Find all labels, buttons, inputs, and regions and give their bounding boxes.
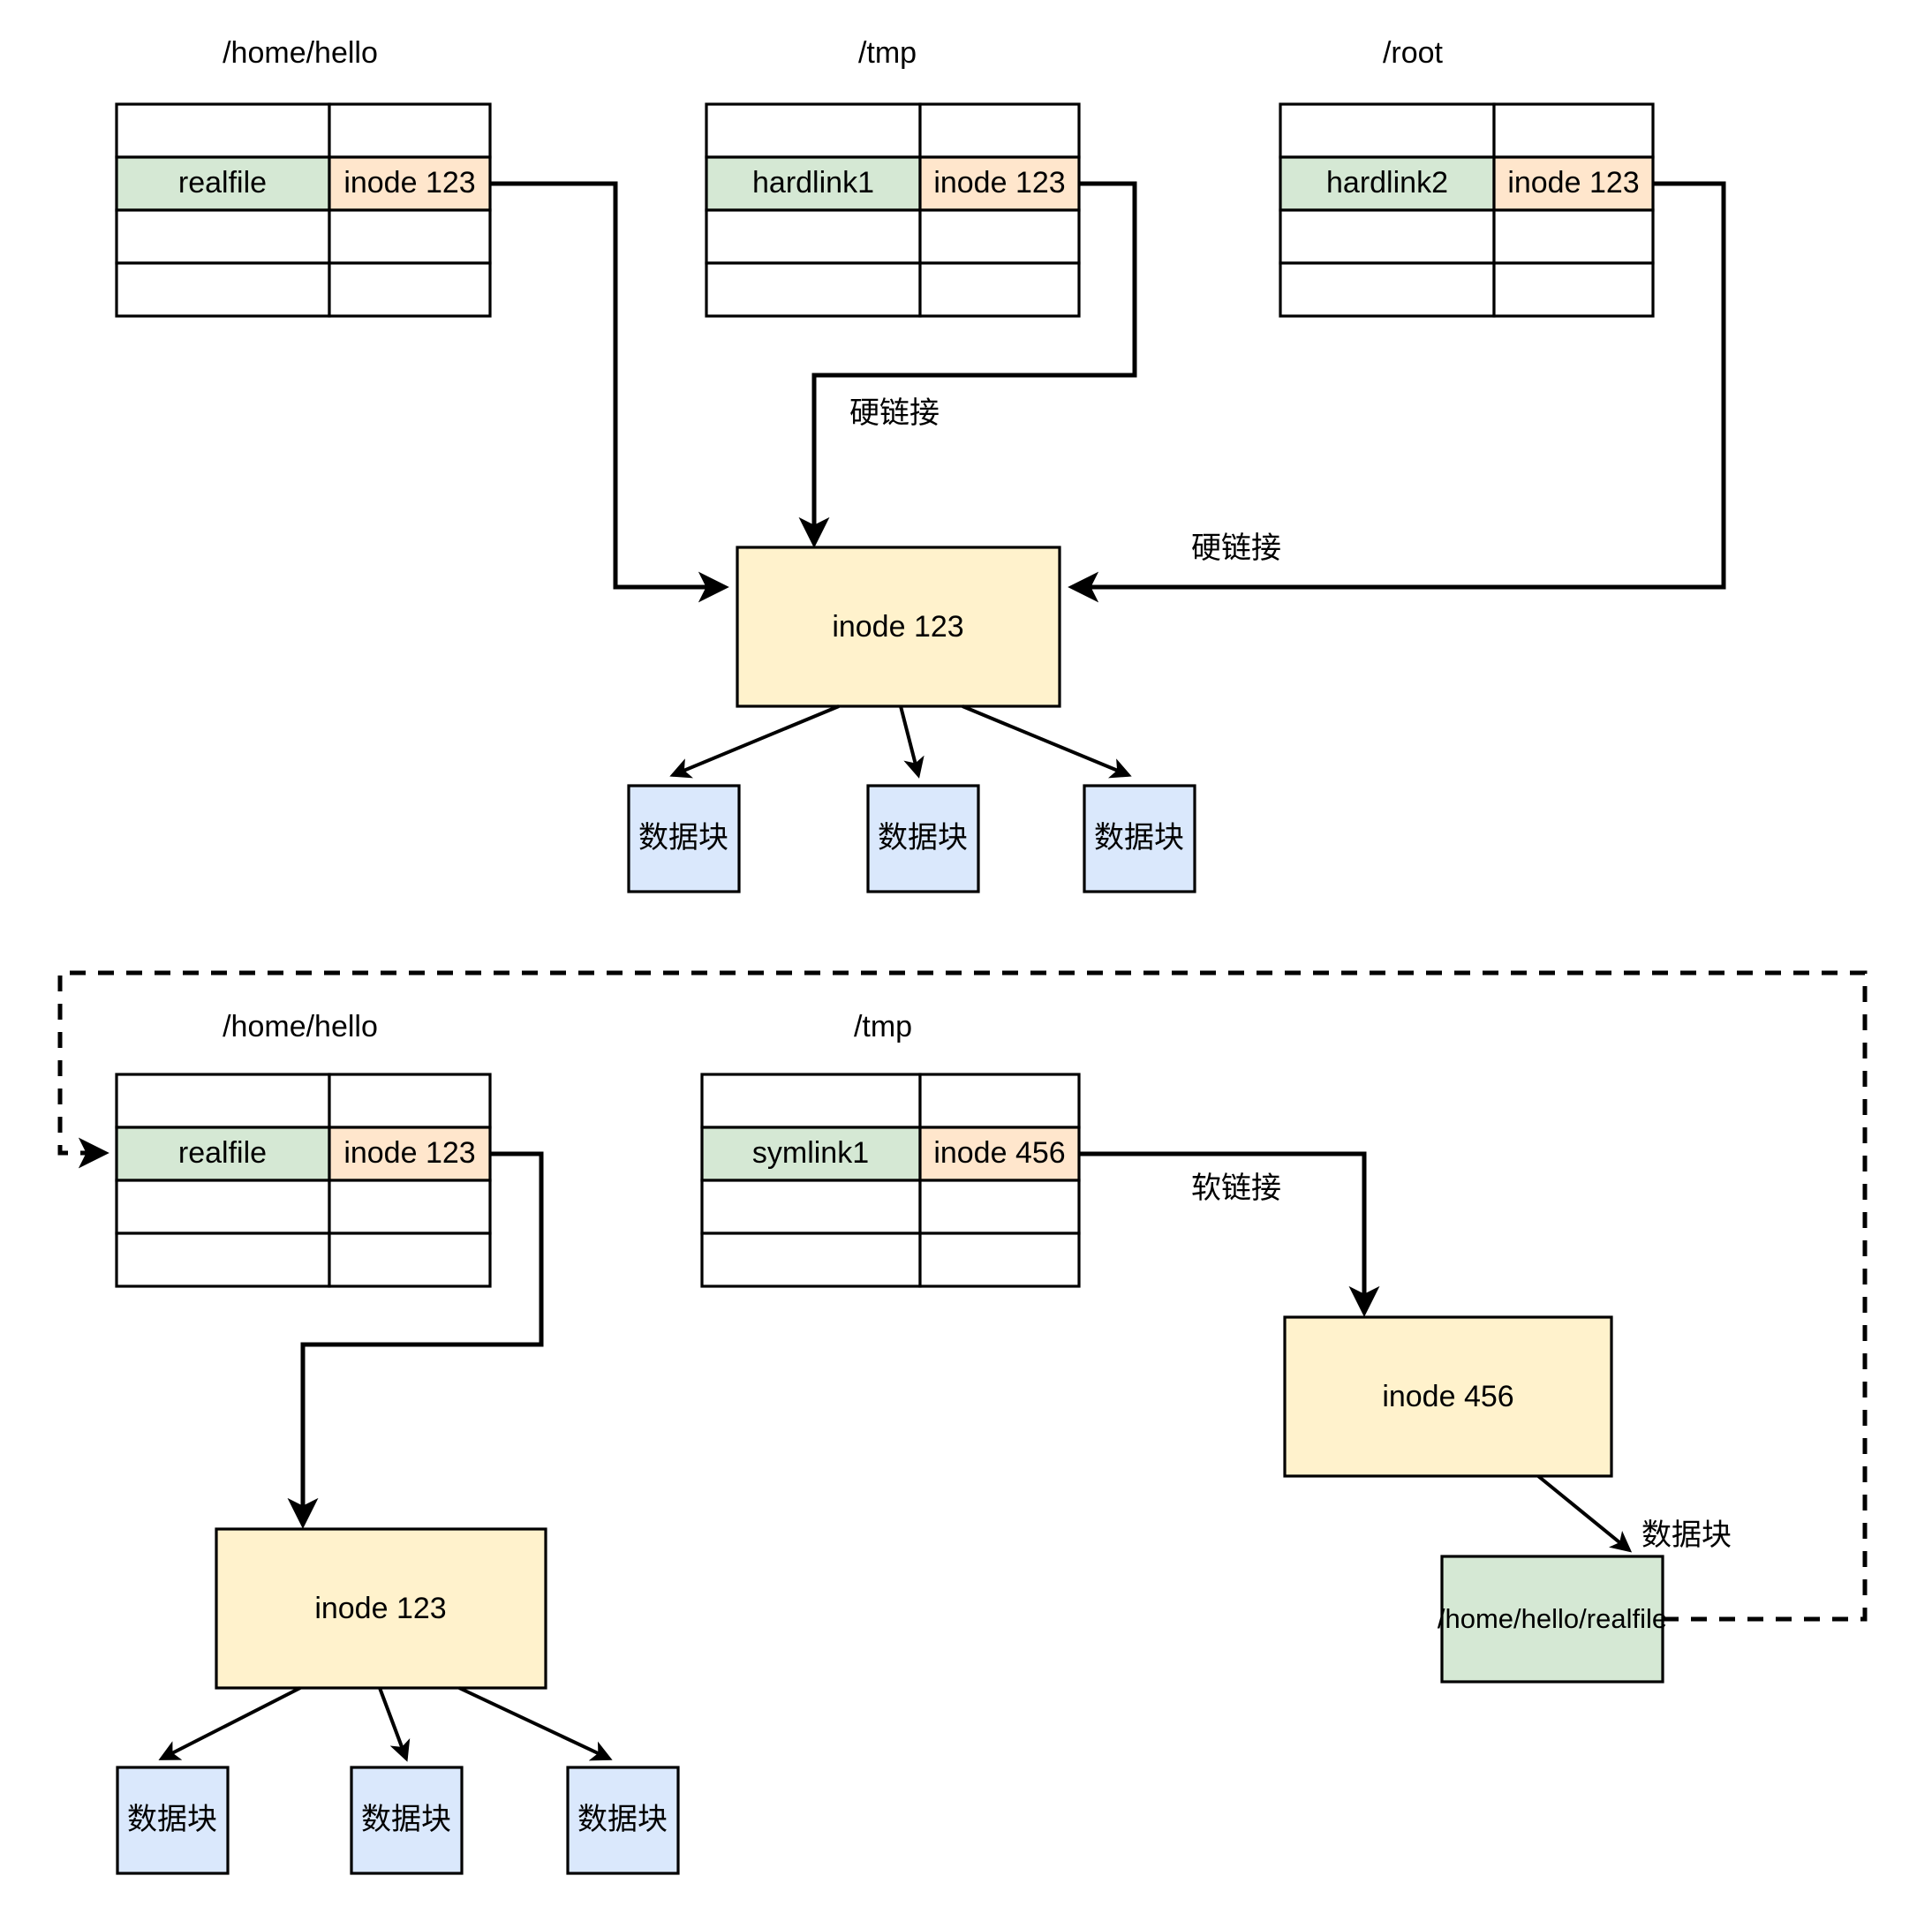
table-cell	[115, 102, 331, 159]
data-block-group-top: 数据块 数据块 数据块	[627, 784, 1196, 893]
table-cell	[1492, 208, 1655, 265]
data-block-label: 数据块	[1094, 821, 1184, 855]
inode-number-label: inode 123	[343, 1136, 475, 1170]
edge-inode-to-datablock-1-bottom	[158, 1686, 301, 1760]
table-cell	[115, 261, 331, 318]
table-cell	[115, 1179, 331, 1235]
data-block	[116, 1766, 230, 1875]
table-cell	[700, 1179, 922, 1235]
table-cell	[115, 1073, 331, 1129]
edge-hardlink2-to-inode	[1068, 181, 1726, 603]
table-cell	[918, 208, 1081, 265]
symlink-target-path-label: /home/hello/realfile	[1438, 1603, 1667, 1634]
inode-number-label: inode 123	[343, 166, 475, 200]
directory-table-tmp-bottom: /tmp symlink1 inode 456	[700, 1010, 1081, 1288]
directory-label: /tmp	[858, 36, 917, 70]
inode-box-label: inode 123	[314, 1592, 446, 1625]
table-row-name-cell	[700, 1126, 922, 1182]
directory-label: /root	[1383, 36, 1444, 70]
data-block	[350, 1766, 464, 1875]
edge-label-data-block: 数据块	[1641, 1518, 1732, 1552]
data-block	[866, 784, 980, 893]
table-row-name-cell	[115, 155, 331, 212]
data-block-label: 数据块	[577, 1803, 668, 1836]
edge-symlink1-to-inode456	[1079, 1151, 1380, 1317]
inode-number-label: inode 456	[933, 1136, 1065, 1170]
edge-symlink-resolution-dashed	[57, 970, 1868, 1622]
file-name-label: hardlink1	[752, 166, 874, 200]
inode-box-123-bottom	[215, 1527, 547, 1690]
file-name-label: realfile	[178, 166, 267, 200]
inode-box-456	[1283, 1315, 1613, 1478]
file-name-label: realfile	[178, 1136, 267, 1170]
data-block-label: 数据块	[878, 821, 968, 855]
symlink-target-box	[1440, 1555, 1664, 1684]
edge-label-hardlink-right: 硬链接	[1191, 531, 1281, 565]
table-cell	[918, 1073, 1081, 1129]
table-cell	[918, 261, 1081, 318]
table-cell	[918, 1179, 1081, 1235]
table-cell	[918, 102, 1081, 159]
table-cell	[700, 1232, 922, 1288]
table-cell	[700, 1073, 922, 1129]
data-block-label: 数据块	[127, 1803, 217, 1836]
edge-inode-to-datablock-3-bottom	[458, 1686, 613, 1761]
edge-realfile-to-inode	[490, 181, 729, 603]
data-block-label: 数据块	[361, 1803, 451, 1836]
table-cell	[1492, 261, 1655, 318]
directory-table-home-hello-top: /home/hello realfile inode 123	[115, 36, 492, 318]
table-row-name-cell	[115, 1126, 331, 1182]
edge-label-symlink: 软链接	[1191, 1171, 1281, 1205]
table-cell	[705, 208, 922, 265]
data-block-label: 数据块	[638, 821, 728, 855]
inode-number-label: inode 123	[1507, 166, 1639, 200]
table-cell	[328, 208, 492, 265]
table-cell	[1279, 102, 1496, 159]
table-cell	[705, 261, 922, 318]
table-cell	[1492, 102, 1655, 159]
table-cell	[115, 1232, 331, 1288]
inode-box-123-top	[736, 546, 1061, 708]
table-cell	[705, 102, 922, 159]
edge-inode-to-datablock-1	[669, 704, 840, 779]
data-block	[627, 784, 741, 893]
inode-box-label: inode 123	[832, 610, 963, 644]
table-cell	[328, 1232, 492, 1288]
edge-inode-to-datablock-2-bottom	[378, 1687, 411, 1762]
inode-box-label: inode 456	[1382, 1380, 1513, 1413]
inode-number-label: inode 123	[933, 166, 1065, 200]
edge-realfile-to-inode-bottom	[287, 1151, 544, 1529]
table-cell	[328, 102, 492, 159]
table-row-inode-cell	[1492, 155, 1655, 212]
directory-label: /home/hello	[223, 1010, 378, 1043]
file-name-label: symlink1	[752, 1136, 869, 1170]
edge-inode-to-datablock-3	[962, 704, 1132, 779]
table-cell	[115, 208, 331, 265]
file-name-label: hardlink2	[1326, 166, 1448, 200]
table-cell	[328, 261, 492, 318]
table-cell	[1279, 261, 1496, 318]
edge-inode456-to-target	[1536, 1474, 1633, 1553]
edge-hardlink1-to-inode	[798, 181, 1137, 548]
edge-inode-to-datablock-2	[899, 705, 924, 779]
table-cell	[328, 1179, 492, 1235]
directory-table-root-top: /root hardlink2 inode 123	[1279, 36, 1655, 318]
data-block-group-bottom: 数据块 数据块 数据块	[116, 1766, 680, 1875]
table-row-inode-cell	[918, 1126, 1081, 1182]
table-cell	[1279, 208, 1496, 265]
directory-table-home-hello-bottom: /home/hello realfile inode 123	[115, 1010, 492, 1288]
directory-table-tmp-top: /tmp hardlink1 inode 123	[705, 36, 1081, 318]
table-cell	[328, 1073, 492, 1129]
data-block	[1083, 784, 1196, 893]
table-cell	[918, 1232, 1081, 1288]
data-block	[566, 1766, 680, 1875]
directory-label: /tmp	[854, 1010, 912, 1043]
directory-label: /home/hello	[223, 36, 378, 70]
edge-label-hardlink-center: 硬链接	[849, 396, 940, 430]
